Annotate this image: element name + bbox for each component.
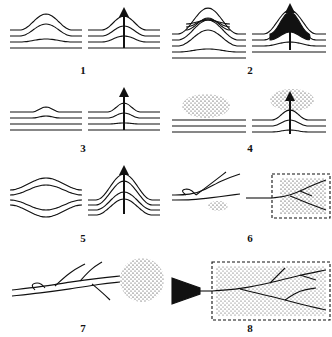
layer-line [172,131,246,132]
rock-layers [10,178,82,217]
layer-line [10,205,82,217]
dome-striation [186,20,230,24]
layer-line [172,57,246,58]
layer-line [10,200,82,210]
layer-line [10,129,82,130]
dome-striation [186,19,230,27]
stippled-mass [182,94,230,118]
uplift-arrow [123,170,125,214]
panel-number: 2 [246,65,254,76]
stippled-mass [120,258,164,302]
branch-line [270,268,285,283]
uplift-arrow [123,92,125,130]
panel-number: 6 [246,233,254,244]
branch-line [212,270,326,291]
branch-line [172,174,240,195]
layer-line [10,24,82,36]
rock-layers [172,120,246,132]
rock-layers [10,14,82,48]
branch-line [272,180,326,198]
rock-layers [172,8,246,58]
layer-line [10,178,82,190]
layer-line [172,119,246,120]
rock-layers [10,107,82,130]
panel-number: 8 [246,323,254,334]
panel-number: 5 [79,233,87,244]
panel-number: 4 [246,143,254,154]
branch-line [172,194,240,200]
branch-line [196,172,226,195]
layer-line [252,51,326,52]
branch-line [200,290,212,291]
panel-number: 3 [79,143,87,154]
loop-line [183,189,196,195]
layer-line [172,49,246,52]
branch-line [290,196,326,210]
branch-line [92,284,110,300]
dark-wedge [172,278,200,304]
dashed-region [272,174,330,218]
stippled-mass [270,89,314,111]
branch-line [300,275,316,280]
branch-line [80,262,102,281]
layer-line [10,47,82,48]
branch-line [240,289,326,310]
stippled-patch [208,201,228,211]
dashed-region [212,262,330,320]
uplift-arrow [123,12,125,48]
layer-line [10,185,82,195]
branch-line [300,191,312,196]
uplift-arrow [289,96,291,134]
strata-drawings [10,8,330,320]
layer-line [10,123,82,124]
loop-line [32,283,45,290]
panel-number: 7 [79,323,87,334]
branch-line [55,264,85,286]
panel-number: 1 [79,65,87,76]
layer-line [10,107,82,112]
uplift-arrow [289,8,291,50]
layer-line [10,14,82,30]
layer-line [172,125,246,126]
layer-line [10,116,82,118]
branch-line [285,288,316,300]
layer-line [10,39,82,42]
branch-line [12,276,120,290]
layer-line [172,30,246,46]
branch-line [246,197,272,198]
dome-striation [186,18,230,30]
